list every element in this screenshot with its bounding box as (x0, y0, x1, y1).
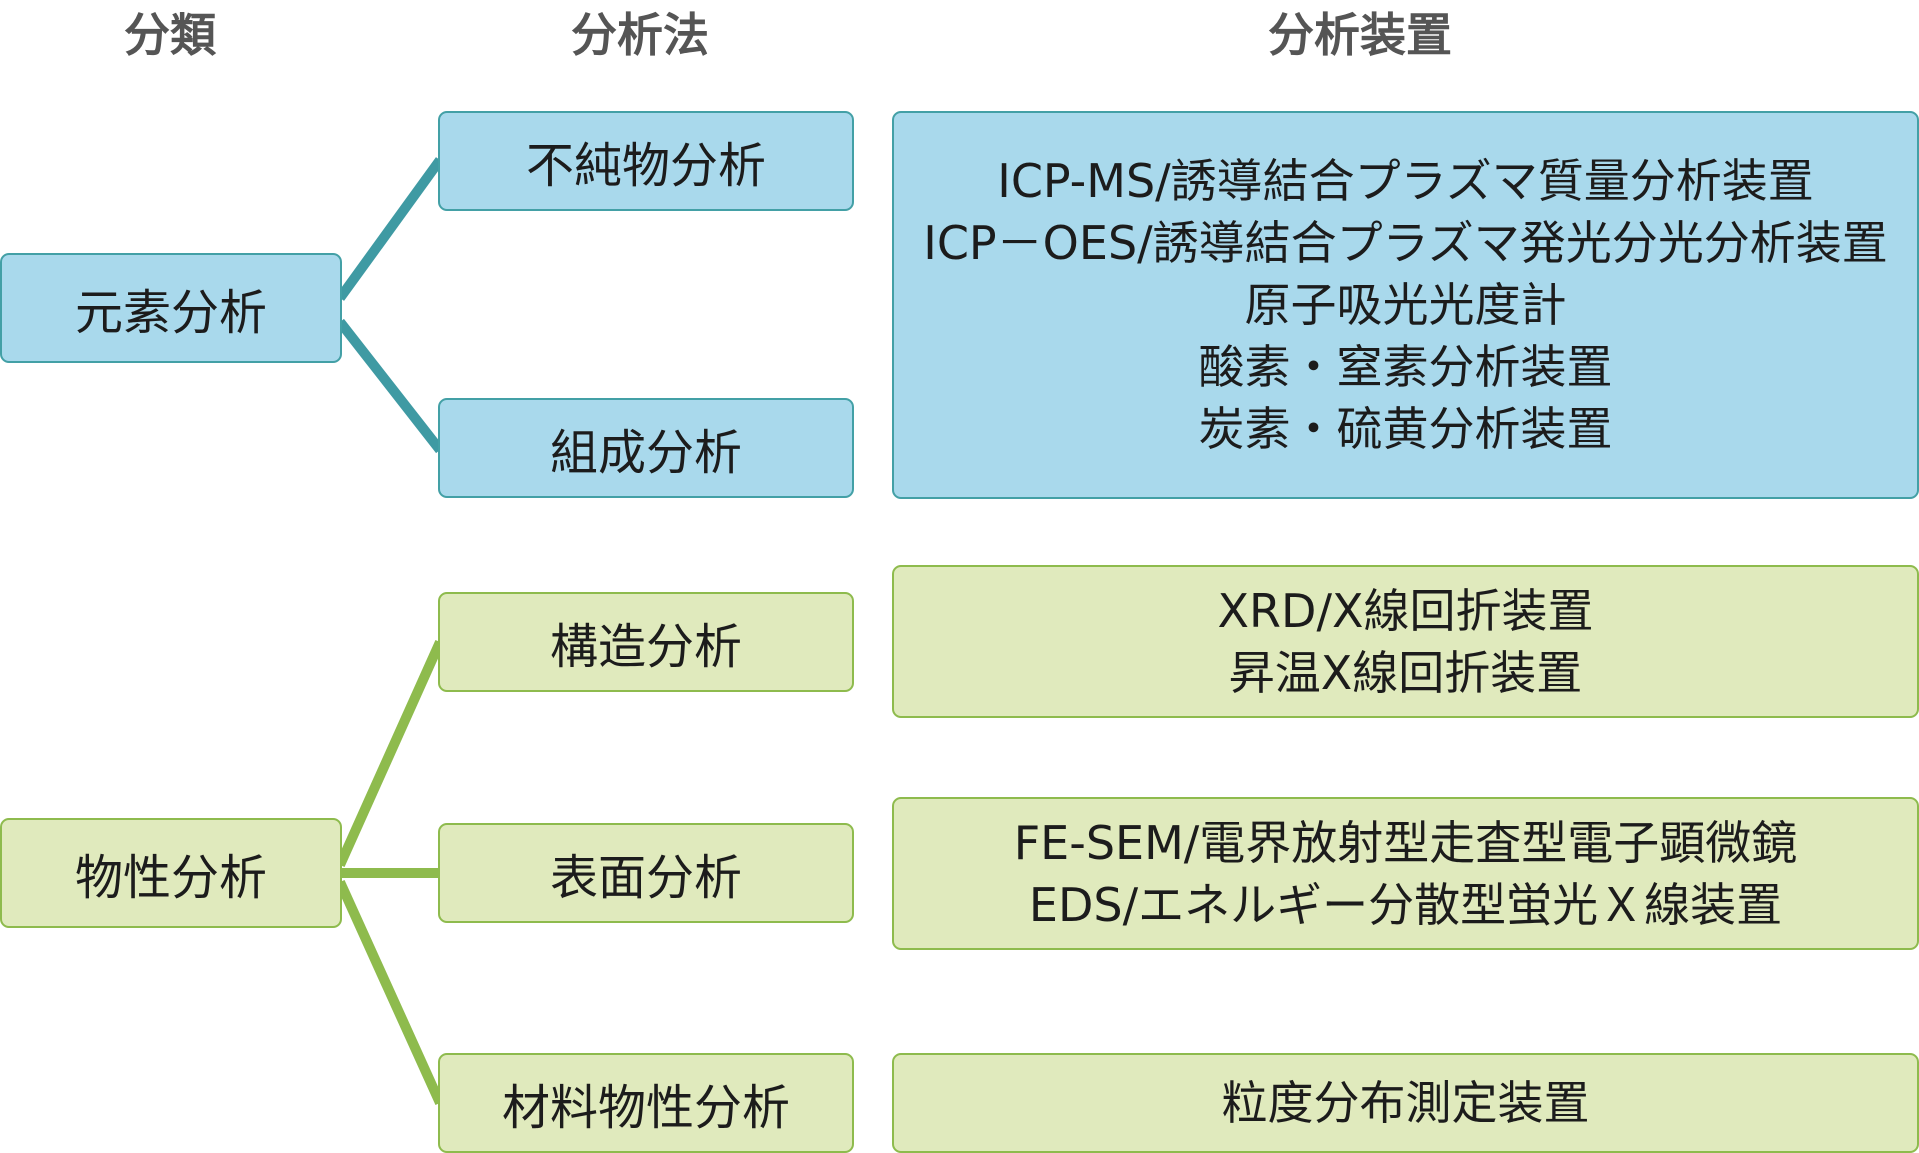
connector-elemental-impurity (335, 157, 445, 301)
header-equipment: 分析装置 (1268, 8, 1452, 62)
method-surface-analysis: 表面分析 (438, 823, 854, 923)
method-label: 構造分析 (549, 619, 742, 675)
method-impurity-analysis: 不純物分析 (438, 111, 854, 211)
equipment-material-property: 粒度分布測定装置 (892, 1053, 1919, 1153)
equipment-item: ICP-MS/誘導結合プラズマ質量分析装置 (997, 154, 1814, 208)
method-material-property-analysis: 材料物性分析 (438, 1053, 854, 1153)
equipment-elemental: ICP-MS/誘導結合プラズマ質量分析装置 ICP－OES/誘導結合プラズマ発光… (892, 111, 1919, 499)
equipment-item: 炭素・硫黄分析装置 (1198, 402, 1613, 456)
equipment-item: XRD/X線回折装置 (1217, 583, 1594, 638)
method-structure-analysis: 構造分析 (438, 592, 854, 692)
equipment-item: 昇温X線回折装置 (1228, 645, 1583, 700)
category-label: 物性分析 (74, 850, 267, 906)
equipment-structure: XRD/X線回折装置 昇温X線回折装置 (892, 565, 1919, 718)
header-method: 分析法 (571, 8, 709, 62)
method-label: 組成分析 (549, 425, 742, 481)
category-physical-analysis: 物性分析 (0, 818, 342, 928)
equipment-item: EDS/エネルギー分散型蛍光Ｘ線装置 (1028, 877, 1783, 932)
method-label: 材料物性分析 (501, 1080, 790, 1136)
method-label: 不純物分析 (525, 138, 766, 194)
connector-physical-structure (335, 639, 445, 868)
category-elemental-analysis: 元素分析 (0, 253, 342, 363)
equipment-item: 原子吸光光度計 (1244, 278, 1567, 332)
equipment-item: FE-SEM/電界放射型走査型電子顕微鏡 (1013, 815, 1798, 870)
equipment-item: 粒度分布測定装置 (1221, 1076, 1590, 1130)
equipment-item: 酸素・窒素分析装置 (1198, 340, 1613, 394)
equipment-item: ICP－OES/誘導結合プラズマ発光分光分析装置 (923, 216, 1888, 270)
connector-elemental-composition (336, 318, 444, 454)
method-composition-analysis: 組成分析 (438, 398, 854, 498)
method-label: 表面分析 (549, 850, 742, 906)
equipment-surface: FE-SEM/電界放射型走査型電子顕微鏡 EDS/エネルギー分散型蛍光Ｘ線装置 (892, 797, 1919, 950)
header-classification: 分類 (124, 8, 216, 62)
connector-physical-material (335, 879, 445, 1106)
category-label: 元素分析 (74, 285, 267, 341)
